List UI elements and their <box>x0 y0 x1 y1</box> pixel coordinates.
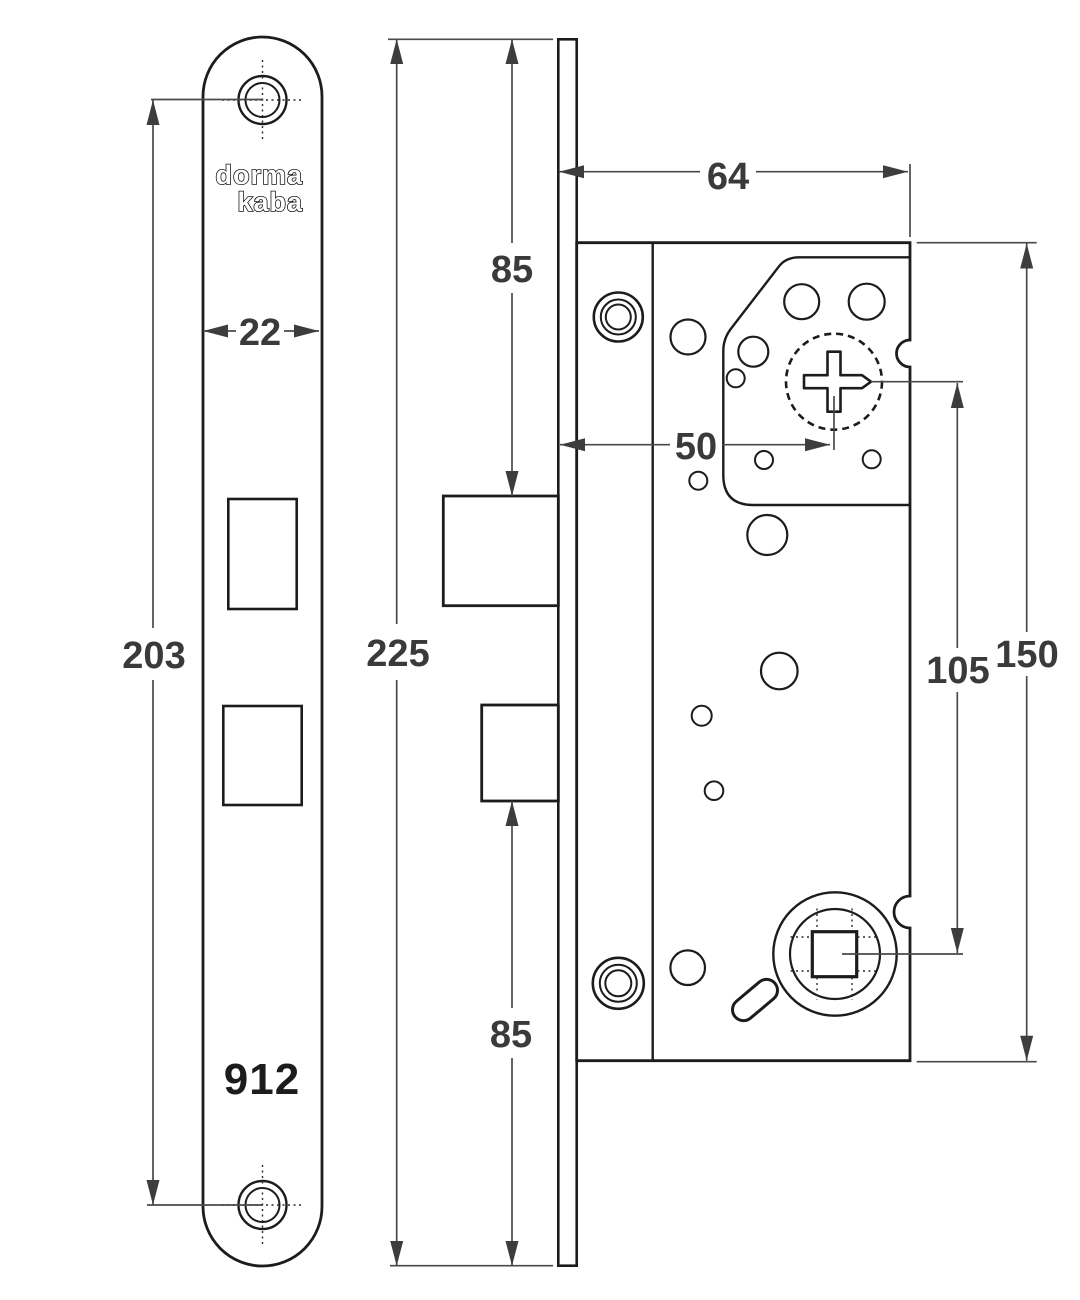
dim-85-bottom: 85 <box>487 801 537 1266</box>
model-number: 912 <box>224 1055 300 1104</box>
dim-50-label: 50 <box>675 426 717 468</box>
dim-203: 203 <box>122 98 262 1206</box>
dim-150-label: 150 <box>995 634 1058 676</box>
hole <box>688 470 709 491</box>
arrow-down <box>505 1241 519 1266</box>
latch-bolt <box>441 494 560 608</box>
dim-22: 22 <box>203 310 319 354</box>
arrow-right <box>883 165 908 179</box>
arrow-right <box>805 438 830 452</box>
arrow-down <box>146 1180 160 1205</box>
hole <box>669 318 707 356</box>
arrow-left <box>560 438 585 452</box>
faceplate-edge <box>556 37 578 1268</box>
dim-225: 225 <box>366 39 430 1266</box>
hole <box>690 704 713 727</box>
dim-85-top: 85 <box>487 39 537 496</box>
latch-cutout <box>227 497 299 611</box>
hole <box>754 450 774 470</box>
oval-slot <box>731 977 779 1023</box>
arrow-left <box>203 324 228 338</box>
dim-225-label: 225 <box>366 633 429 675</box>
case-outline <box>575 241 912 1063</box>
dim-150: 150 <box>916 241 1059 1063</box>
hole <box>725 368 746 389</box>
hole <box>703 780 725 802</box>
arrow-up <box>950 383 964 408</box>
lock-case-side-view: 64 50 105 150 <box>559 150 1059 1063</box>
hole <box>737 335 770 368</box>
arrow-down <box>505 471 519 496</box>
deadbolt-cutout <box>222 704 304 807</box>
hole <box>759 651 799 691</box>
bottom-mounting-bush <box>591 956 646 1011</box>
hole <box>847 282 886 321</box>
hole <box>746 513 789 557</box>
dim-105-label: 105 <box>926 650 989 692</box>
spindle-guides <box>790 908 879 1000</box>
hole <box>669 949 707 987</box>
dim-85-top-label: 85 <box>491 249 533 291</box>
phillips-cross-icon <box>802 350 873 413</box>
faceplate-edge-view: 225 85 85 <box>366 37 578 1268</box>
arrow-right <box>294 324 319 338</box>
dim-85-bottom-label: 85 <box>490 1014 532 1056</box>
top-mounting-bush <box>592 291 645 343</box>
arrow-left <box>559 165 584 179</box>
arrow-down <box>1020 1035 1034 1061</box>
hole <box>783 283 821 321</box>
arrow-up <box>146 100 160 125</box>
dead-bolt <box>480 703 560 803</box>
chamfered-plate <box>722 256 910 507</box>
arrow-down <box>390 1241 404 1266</box>
brand-logo-line2: kaba <box>237 187 303 217</box>
dim-203-label: 203 <box>122 635 185 677</box>
hole <box>861 449 882 470</box>
arrow-up <box>1020 243 1034 269</box>
faceplate-front-view: dorma kaba 912 203 22 <box>122 35 324 1268</box>
arrow-up <box>505 801 519 826</box>
faceplate-outline <box>201 35 324 1268</box>
phillips-screw <box>784 332 884 450</box>
dim-22-label: 22 <box>239 312 281 354</box>
brand-logo-line1: dorma <box>215 160 303 190</box>
dim-64-label: 64 <box>707 156 749 198</box>
arrow-up <box>390 39 404 64</box>
dim-50: 50 <box>560 425 830 468</box>
arrow-down <box>950 928 964 953</box>
top-screw-hole <box>222 60 303 141</box>
arrow-up <box>505 39 519 64</box>
dim-64: 64 <box>559 150 911 237</box>
dim-105: 105 <box>842 380 990 955</box>
